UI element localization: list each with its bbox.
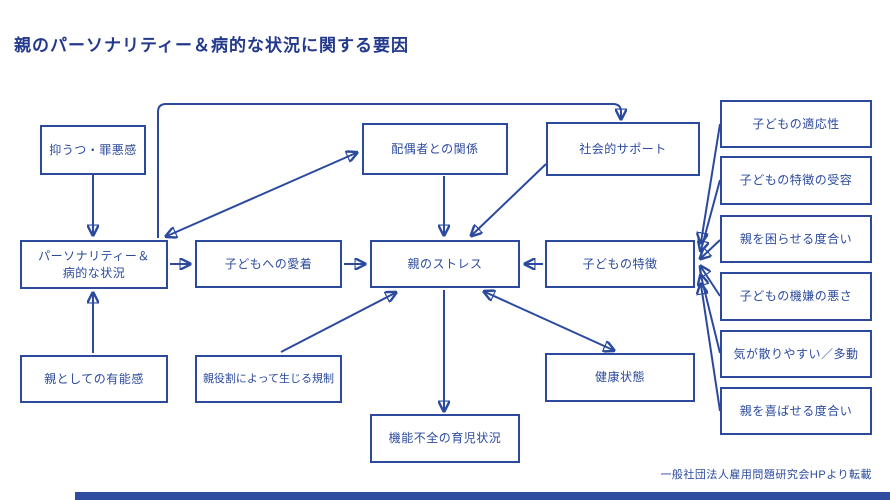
- arrow-socialsupport-to-stress: [472, 163, 547, 235]
- node-distractible: 気が散りやすい／多動: [720, 330, 872, 378]
- node-competence: 親としての有能感: [20, 355, 168, 403]
- node-dysfunction: 機能不全の育児状況: [370, 414, 520, 463]
- page-title: 親のパーソナリティー＆病的な状況に関する要因: [14, 36, 409, 55]
- node-social-support: 社会的サポート: [546, 122, 700, 176]
- node-personality: パーソナリティー＆ 病的な状況: [20, 240, 168, 289]
- arrow-mood-to-childtraits: [701, 267, 721, 297]
- arrow-please-to-childtraits: [701, 285, 721, 412]
- node-adaptability: 子どもの適応性: [720, 100, 872, 148]
- node-please: 親を喜ばせる度合い: [720, 387, 872, 435]
- node-mood: 子どもの機嫌の悪さ: [720, 272, 872, 321]
- footer-bar: [75, 492, 890, 500]
- node-spouse: 配偶者との関係: [362, 123, 508, 175]
- node-child-traits: 子どもの特徴: [545, 240, 695, 288]
- arrow-adaptability-to-childtraits: [701, 123, 721, 242]
- node-bother: 親を困らせる度合い: [720, 215, 872, 263]
- node-stress: 親のストレス: [370, 240, 520, 288]
- node-acceptance: 子どもの特徴の受容: [720, 156, 872, 205]
- node-role-restriction: 親役割によって生じる規制: [195, 355, 342, 403]
- arrow-stress-health-bidirectional: [485, 292, 613, 350]
- arrow-rolerestriction-to-stress: [280, 293, 395, 353]
- node-health: 健康状態: [545, 353, 695, 402]
- arrow-bother-to-childtraits: [701, 239, 721, 258]
- arrow-personality-to-socialsupport: [157, 103, 621, 238]
- node-depression: 抑うつ・罪悪感: [40, 125, 146, 175]
- arrow-personality-spouse-bidirectional: [167, 153, 356, 236]
- node-attachment: 子どもへの愛着: [195, 240, 342, 288]
- arrow-acceptance-to-childtraits: [701, 179, 721, 250]
- source-credit: 一般社団法人雇用問題研究会HPより転載: [660, 469, 872, 481]
